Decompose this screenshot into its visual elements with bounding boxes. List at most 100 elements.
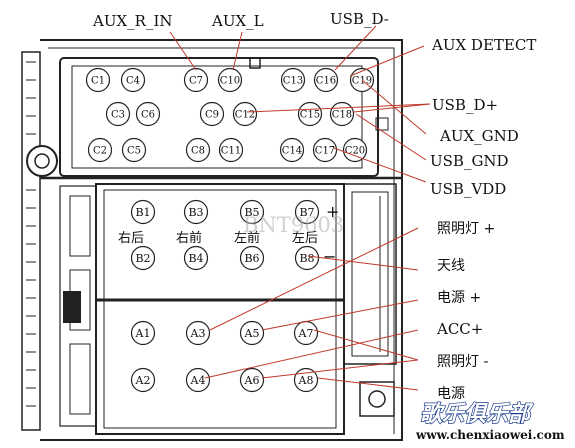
site-url: www.chenxiaowei.com <box>415 428 565 442</box>
pin: C17 <box>312 137 338 163</box>
connector-housing <box>21 39 403 441</box>
b-position-labels: 右后 右前 左前 左后 + − <box>118 202 339 266</box>
pin: C18 <box>329 101 355 127</box>
pin-label: C7 <box>189 76 203 87</box>
pin-ring <box>239 245 265 271</box>
pin-label: B3 <box>188 206 203 219</box>
pin: C15 <box>297 101 323 127</box>
pin: C8 <box>185 137 211 163</box>
pin: C11 <box>218 137 244 163</box>
pin-label: C12 <box>235 110 255 121</box>
pin-label: C8 <box>191 146 205 157</box>
pin-ring <box>239 367 265 393</box>
pin-ring <box>218 137 244 163</box>
pin-ring <box>199 101 225 127</box>
b-plus-sign: + <box>326 202 339 221</box>
pin: C13 <box>280 67 306 93</box>
pin-label: B8 <box>299 252 314 265</box>
site-name: 歌乐俱乐部 <box>420 401 534 427</box>
pin-ring <box>85 67 111 93</box>
pin-label: A4 <box>190 374 206 387</box>
pin-ring <box>105 101 131 127</box>
label-usb-d-minus: USB_D- <box>330 10 389 28</box>
pin: C10 <box>217 67 243 93</box>
site-watermark: 歌乐俱乐部 www.chenxiaowei.com <box>415 400 565 442</box>
pin: B1 <box>130 199 156 225</box>
pin: B5 <box>239 199 265 225</box>
pin-label: C6 <box>141 110 155 121</box>
pin-ring <box>185 367 211 393</box>
pin-label: A3 <box>190 327 206 340</box>
pin-ring <box>185 320 211 346</box>
pin-ring <box>279 137 305 163</box>
pin-ring <box>183 245 209 271</box>
label-usb-vdd: USB_VDD <box>430 180 506 198</box>
pin-ring <box>239 320 265 346</box>
pin-label: C14 <box>282 146 302 157</box>
pin-function-labels: AUX_R_IN AUX_L USB_D- AUX DETECT USB_D+ … <box>92 10 536 402</box>
position-label-left-rear: 左后 <box>292 231 318 246</box>
pin-label: B5 <box>244 206 259 219</box>
pin-label: B6 <box>244 252 259 265</box>
pin: C2 <box>87 137 113 163</box>
pin: B2 <box>130 245 156 271</box>
pin-label: B4 <box>188 252 203 265</box>
pin-label: C16 <box>316 76 336 87</box>
pin-label: C2 <box>93 146 107 157</box>
label-aux-gnd: AUX_GND <box>439 127 519 145</box>
pin: B4 <box>183 245 209 271</box>
pin-label: B1 <box>135 206 150 219</box>
pin-label: C18 <box>332 110 352 121</box>
pin-ring <box>130 367 156 393</box>
mounting-ring <box>26 145 58 177</box>
leader-lines <box>169 25 431 391</box>
pin-ring <box>232 101 258 127</box>
pin: B7 <box>294 199 320 225</box>
pin-ring <box>183 199 209 225</box>
pin-ring <box>297 101 323 127</box>
pin-label: C13 <box>283 76 303 87</box>
pin: C16 <box>313 67 339 93</box>
pin-ring <box>130 320 156 346</box>
pin-label: C15 <box>300 110 320 121</box>
pin-label: C11 <box>221 146 241 157</box>
watermark-text: BNT9603 <box>243 213 344 237</box>
pin: A2 <box>130 367 156 393</box>
pin: A5 <box>239 320 265 346</box>
pin-ring <box>120 67 146 93</box>
pin: A4 <box>185 367 211 393</box>
label-illumination-plus: 照明灯 + <box>437 221 495 237</box>
pin-label: A5 <box>244 327 260 340</box>
label-antenna: 天线 <box>437 258 465 274</box>
pin: C5 <box>121 137 147 163</box>
label-power-partial: 电源 <box>437 386 465 402</box>
pin: C20 <box>342 137 368 163</box>
pin-ring <box>217 67 243 93</box>
pin: B3 <box>183 199 209 225</box>
pin: C6 <box>135 101 161 127</box>
pin-ring <box>185 137 211 163</box>
pin: C4 <box>120 67 146 93</box>
pin: A7 <box>293 320 319 346</box>
position-label-right-rear: 右后 <box>118 231 144 246</box>
pin-label: C3 <box>111 110 125 121</box>
pin: A3 <box>185 320 211 346</box>
pin: C14 <box>279 137 305 163</box>
pin-ring <box>294 245 320 271</box>
pin-ring <box>342 137 368 163</box>
pin-ring <box>121 137 147 163</box>
pin-ring <box>183 67 209 93</box>
pin: A8 <box>293 367 319 393</box>
pin-ring <box>130 245 156 271</box>
pin-label: A7 <box>298 327 314 340</box>
pin-label: B7 <box>299 206 314 219</box>
pin-label: A2 <box>135 374 151 387</box>
label-aux-detect: AUX DETECT <box>431 36 536 54</box>
label-usb-gnd: USB_GND <box>430 152 509 170</box>
pin-ring <box>280 67 306 93</box>
pin-label: C4 <box>126 76 140 87</box>
